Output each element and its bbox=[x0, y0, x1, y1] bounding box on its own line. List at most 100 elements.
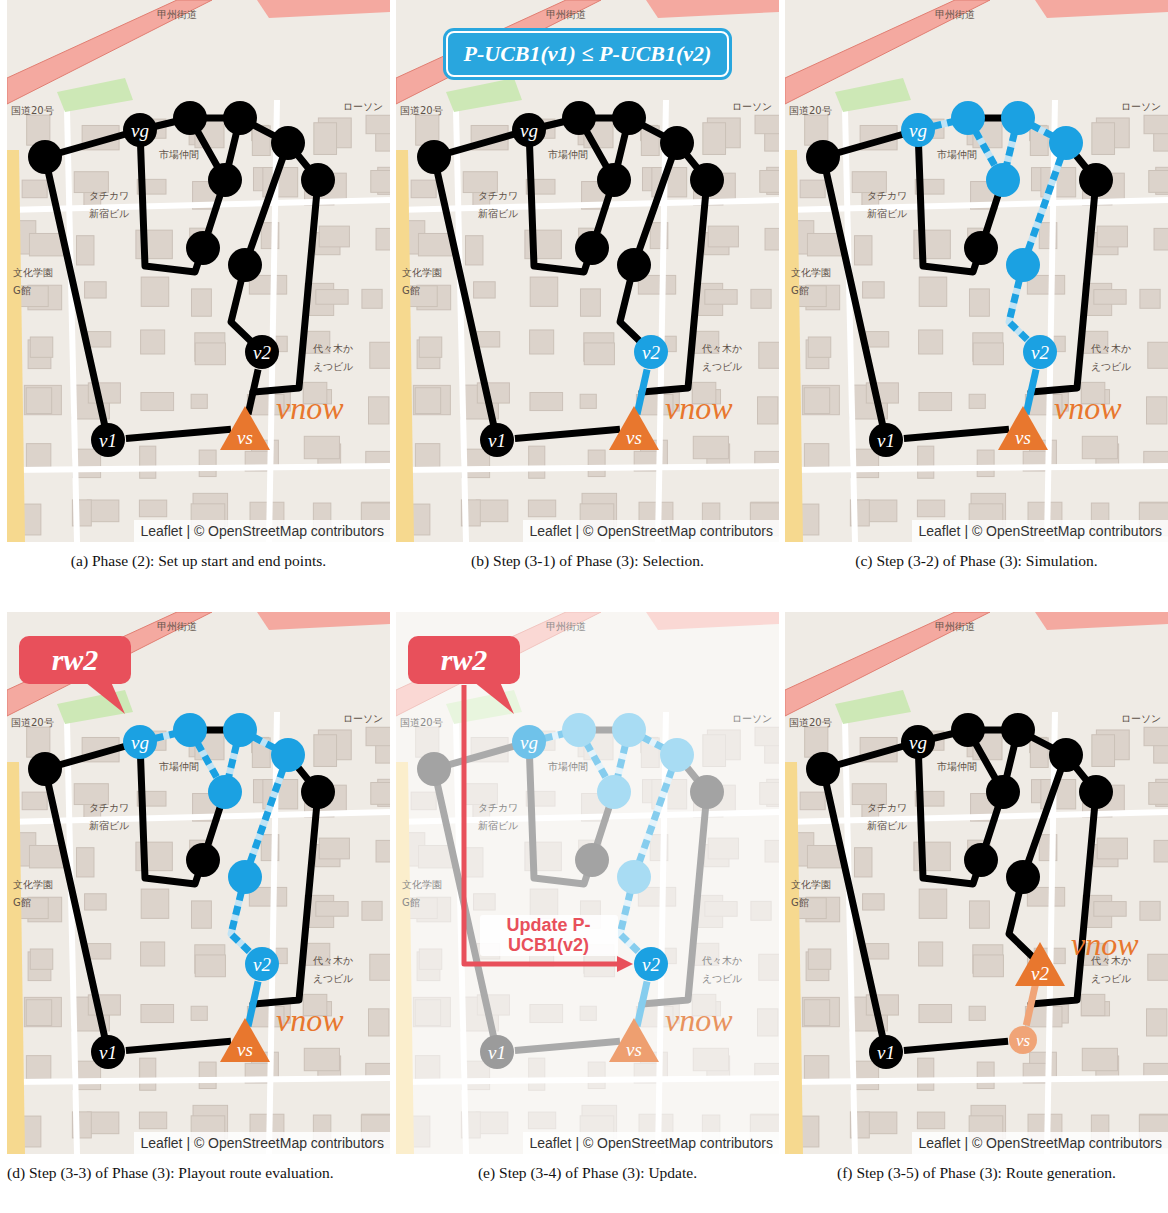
now-label-box: vnow bbox=[1054, 392, 1122, 424]
graph-vertex-dot bbox=[1001, 101, 1035, 135]
street bbox=[456, 110, 466, 542]
vertex-label: vs bbox=[1015, 428, 1031, 447]
building bbox=[751, 289, 771, 308]
vertex-label: v2 bbox=[1031, 964, 1049, 983]
street bbox=[269, 100, 277, 542]
building bbox=[87, 500, 119, 522]
map-label: タチカワ新宿ビル bbox=[89, 190, 129, 219]
road-graph bbox=[28, 713, 335, 1052]
building bbox=[1092, 123, 1115, 155]
road-edge bbox=[1023, 755, 1066, 877]
map-label-box: 文化学園G館 bbox=[13, 874, 57, 910]
building bbox=[755, 115, 779, 133]
building bbox=[314, 123, 337, 155]
map-label: 市場仲間 bbox=[159, 149, 199, 160]
building bbox=[580, 394, 596, 408]
graph-vertex-dot bbox=[951, 101, 985, 135]
street bbox=[7, 466, 390, 470]
vertex-label: vg bbox=[131, 121, 149, 140]
caption-box: (b) Step (3-1) of Phase (3): Selection. bbox=[396, 551, 779, 571]
graph-vertex: v2 bbox=[1023, 335, 1057, 369]
building bbox=[693, 436, 728, 458]
road-graph bbox=[417, 713, 724, 1052]
map-label-box: 代々木かえつビル bbox=[702, 950, 746, 986]
building bbox=[804, 444, 828, 468]
building bbox=[304, 436, 339, 458]
graph-vertex: v2 bbox=[634, 335, 668, 369]
map-label: 市場仲間 bbox=[159, 761, 199, 772]
building bbox=[474, 282, 496, 298]
map-label-box: タチカワ新宿ビル bbox=[867, 797, 909, 833]
building bbox=[1149, 170, 1168, 192]
building bbox=[918, 446, 934, 478]
building bbox=[855, 848, 872, 877]
map-ground bbox=[785, 612, 1168, 1154]
building bbox=[530, 330, 554, 354]
road-edge bbox=[634, 143, 677, 265]
connector bbox=[1026, 978, 1037, 1026]
graph-vertex-dot bbox=[660, 126, 694, 160]
now-label: vnow bbox=[276, 390, 344, 426]
road-yellow bbox=[785, 150, 803, 542]
building bbox=[800, 180, 825, 198]
graph-vertex-dot bbox=[271, 738, 305, 772]
connector bbox=[248, 370, 258, 415]
map-label: 甲州街道 bbox=[546, 621, 586, 632]
building bbox=[1147, 397, 1167, 424]
graph-vertex-dot bbox=[690, 163, 724, 197]
map-label-box: 国道20号 bbox=[400, 100, 450, 118]
map-label: ローソン bbox=[732, 101, 772, 112]
playout-route bbox=[245, 755, 288, 877]
building bbox=[969, 1006, 985, 1020]
graph-vertex-dot bbox=[1079, 163, 1113, 197]
building bbox=[917, 1112, 944, 1129]
graph-vertex-dot bbox=[660, 738, 694, 772]
building bbox=[804, 388, 829, 414]
map-label-box: ローソン bbox=[343, 708, 389, 726]
map-label-box: 市場仲間 bbox=[159, 756, 203, 774]
building bbox=[366, 115, 390, 133]
building bbox=[584, 343, 614, 365]
building bbox=[765, 228, 779, 250]
map-label: 国道20号 bbox=[11, 717, 54, 728]
map-label-box: 文化学園G館 bbox=[791, 262, 835, 298]
building bbox=[29, 233, 64, 255]
building bbox=[376, 228, 390, 250]
now-label-box: vnow bbox=[665, 392, 733, 424]
building bbox=[760, 170, 779, 192]
building bbox=[919, 277, 947, 306]
now-label: vnow bbox=[276, 1002, 344, 1038]
callout-tail-shape bbox=[474, 682, 514, 714]
current-position-marker: vsvnow bbox=[998, 406, 1048, 450]
building bbox=[26, 1000, 51, 1026]
graph-vertex-dot bbox=[417, 140, 451, 174]
map-label: ローソン bbox=[343, 713, 383, 724]
now-label: vnow bbox=[1071, 926, 1139, 962]
map-label: 国道20号 bbox=[400, 717, 443, 728]
map-label-box: タチカワ新宿ビル bbox=[478, 185, 520, 221]
caption-box: (a) Phase (2): Set up start and end poin… bbox=[7, 551, 390, 571]
map-label: ローソン bbox=[343, 101, 383, 112]
current-position-marker: vsvnow bbox=[220, 406, 270, 450]
building bbox=[1144, 115, 1168, 133]
map-panel: (c) Step (3-2) of Phase (3): Simulation.… bbox=[785, 0, 1168, 542]
map-label-box: 代々木かえつビル bbox=[1091, 338, 1135, 374]
building bbox=[30, 949, 52, 969]
building bbox=[415, 388, 440, 414]
building bbox=[863, 894, 885, 910]
fade-overlay bbox=[396, 612, 779, 1154]
connector bbox=[904, 429, 1009, 438]
triangle-shape bbox=[609, 406, 659, 450]
building bbox=[415, 444, 439, 468]
building bbox=[530, 277, 558, 306]
building bbox=[807, 845, 842, 867]
vertex-label: v1 bbox=[99, 1043, 117, 1062]
road-graph bbox=[417, 101, 724, 440]
building bbox=[580, 289, 600, 316]
building bbox=[808, 949, 830, 969]
map-label: タチカワ新宿ビル bbox=[478, 802, 518, 831]
building bbox=[369, 1009, 389, 1036]
map-panel: (d) Step (3-3) of Phase (3): Playout rou… bbox=[7, 612, 390, 1154]
attribution-box: Leaflet | © OpenStreetMap contributors bbox=[523, 520, 779, 542]
graph-vertex: vg bbox=[512, 725, 546, 759]
